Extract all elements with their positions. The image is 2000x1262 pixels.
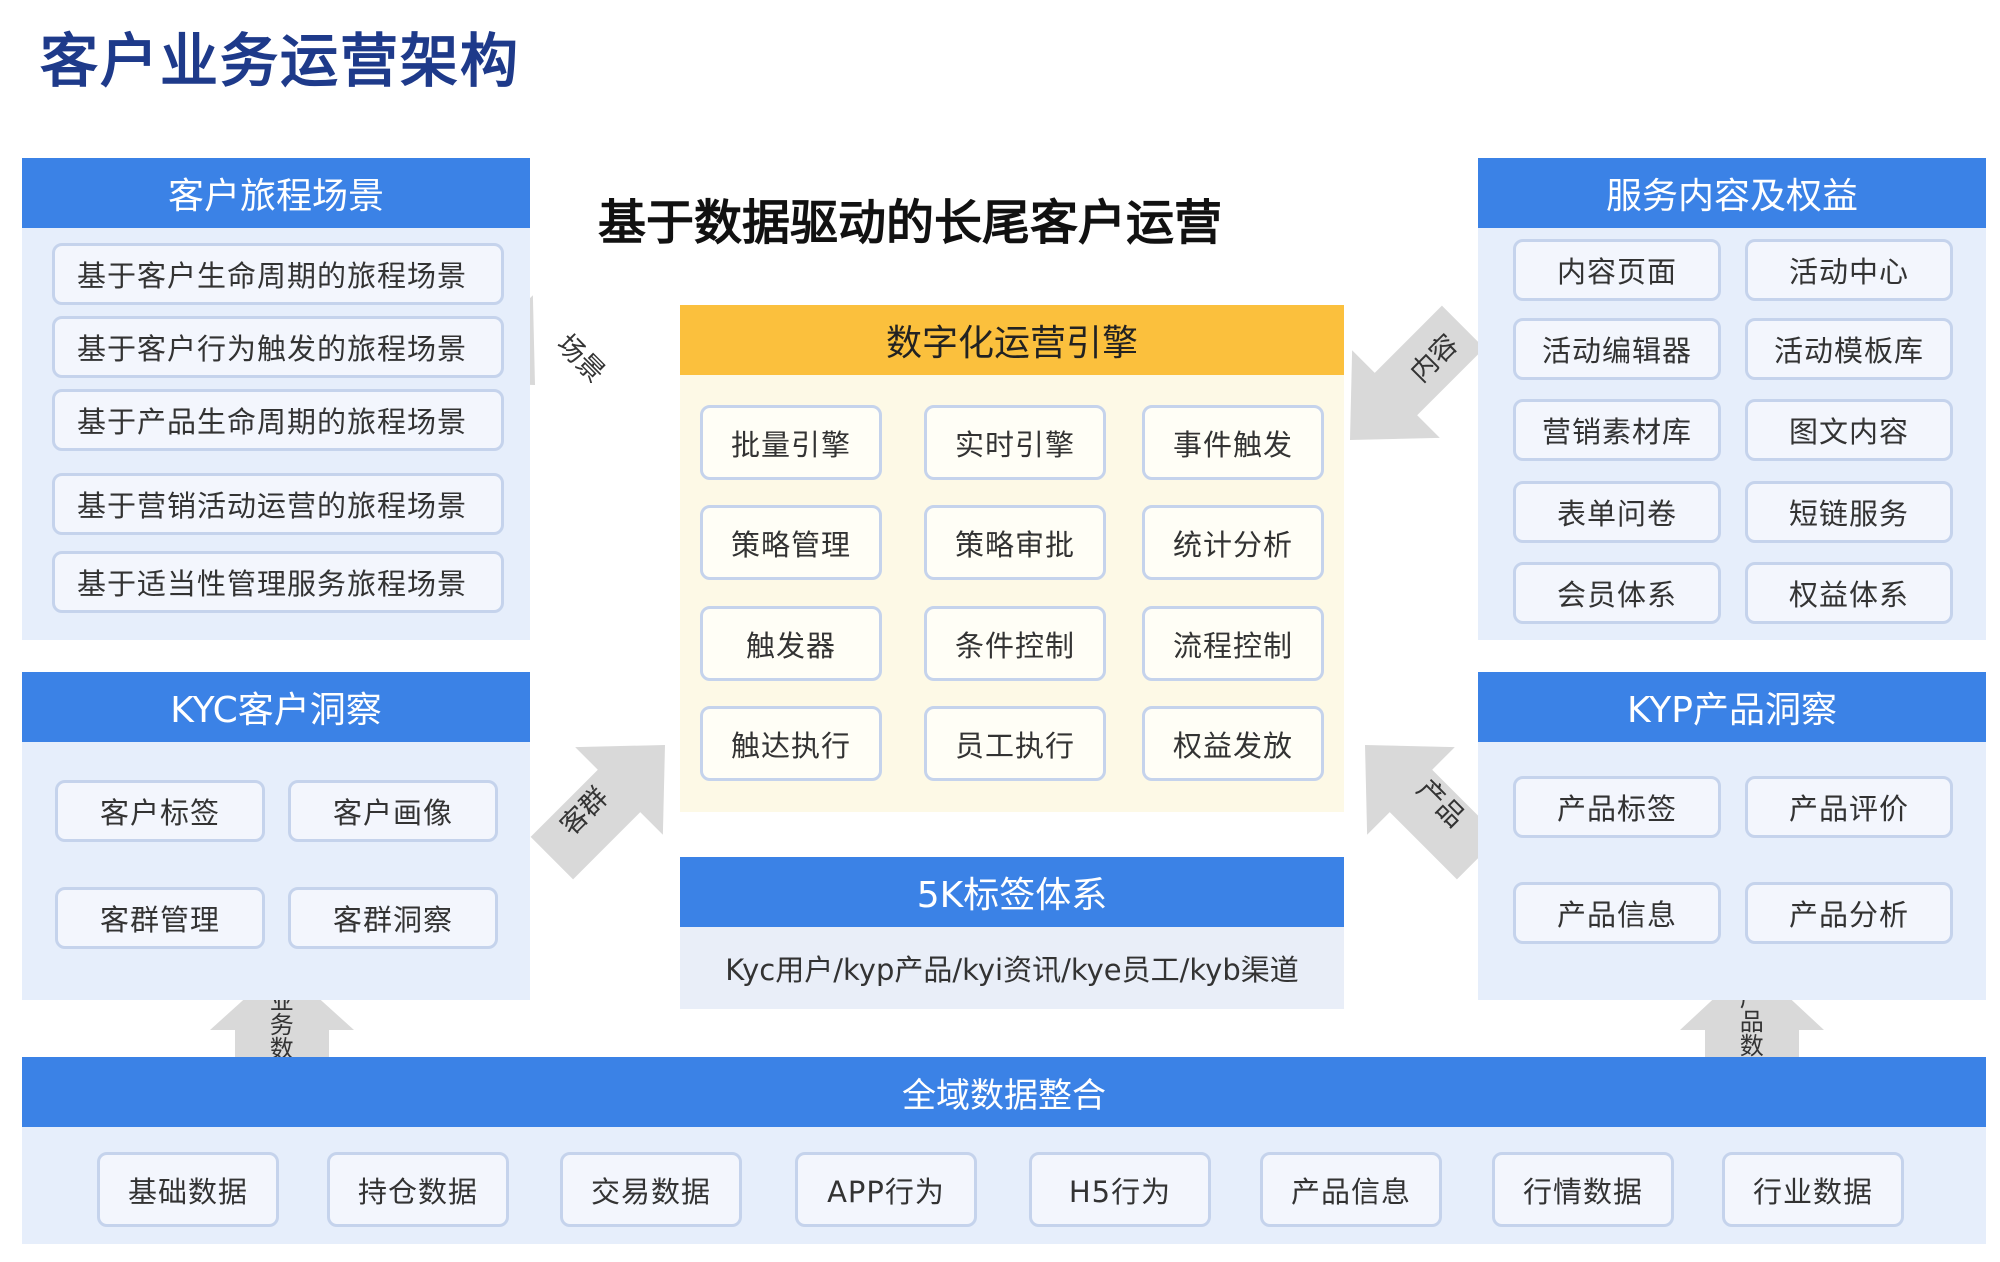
engine-item[interactable]: 策略审批 [924,505,1106,580]
journey-item[interactable]: 基于客户生命周期的旅程场景 [52,243,504,305]
engine-item[interactable]: 实时引擎 [924,405,1106,480]
kyp-item[interactable]: 产品评价 [1745,776,1953,838]
kyp-item[interactable]: 产品信息 [1513,882,1721,944]
kyp-panel: KYP产品洞察 产品标签 产品评价 产品信息 产品分析 [1478,672,1986,1000]
engine-item[interactable]: 策略管理 [700,505,882,580]
engine-panel: 数字化运营引擎 批量引擎 实时引擎 事件触发 策略管理 策略审批 统计分析 触发… [680,305,1344,812]
tag-system-body: Kyc用户/kyp产品/kyi资讯/kye员工/kyb渠道 [725,953,1299,987]
engine-item[interactable]: 触达执行 [700,706,882,781]
service-item[interactable]: 活动中心 [1745,239,1953,301]
customer-journey-title: 客户旅程场景 [22,158,530,228]
data-integration-panel: 全域数据整合 基础数据 持仓数据 交易数据 APP行为 H5行为 产品信息 行情… [22,1057,1986,1244]
data-item[interactable]: H5行为 [1029,1152,1211,1227]
service-item[interactable]: 内容页面 [1513,239,1721,301]
kyp-item[interactable]: 产品分析 [1745,882,1953,944]
journey-item[interactable]: 基于产品生命周期的旅程场景 [52,389,504,451]
kyc-title: KYC客户洞察 [22,672,530,742]
service-title: 服务内容及权益 [1478,158,1986,228]
kyc-item[interactable]: 客户画像 [288,780,498,842]
tag-system-title: 5K标签体系 [680,857,1344,927]
data-item[interactable]: 交易数据 [560,1152,742,1227]
engine-item[interactable]: 批量引擎 [700,405,882,480]
kyc-item[interactable]: 客群洞察 [288,887,498,949]
main-heading: 基于数据驱动的长尾客户运营 [597,195,1222,251]
service-panel: 服务内容及权益 内容页面 活动中心 活动编辑器 活动模板库 营销素材库 图文内容… [1478,158,1986,640]
service-item[interactable]: 活动编辑器 [1513,318,1721,380]
kyp-item[interactable]: 产品标签 [1513,776,1721,838]
engine-item[interactable]: 事件触发 [1142,405,1324,480]
engine-item[interactable]: 条件控制 [924,606,1106,681]
kyc-item[interactable]: 客户标签 [55,780,265,842]
journey-item[interactable]: 基于客户行为触发的旅程场景 [52,316,504,378]
data-integration-title: 全域数据整合 [22,1057,1986,1127]
arrow-content [1350,305,1485,440]
tag-system-panel: 5K标签体系 Kyc用户/kyp产品/kyi资讯/kye员工/kyb渠道 [680,857,1344,1009]
arrow-product [1365,745,1500,880]
engine-item[interactable]: 权益发放 [1142,706,1324,781]
engine-item[interactable]: 流程控制 [1142,606,1324,681]
customer-journey-panel: 客户旅程场景 基于客户生命周期的旅程场景 基于客户行为触发的旅程场景 基于产品生… [22,158,530,640]
kyc-item[interactable]: 客群管理 [55,887,265,949]
data-item[interactable]: 行情数据 [1492,1152,1674,1227]
page-title: 客户业务运营架构 [40,27,521,95]
service-item[interactable]: 活动模板库 [1745,318,1953,380]
kyc-panel: KYC客户洞察 客户标签 客户画像 客群管理 客群洞察 [22,672,530,1000]
service-item[interactable]: 会员体系 [1513,562,1721,624]
engine-item[interactable]: 统计分析 [1142,505,1324,580]
service-item[interactable]: 营销素材库 [1513,399,1721,461]
data-item[interactable]: 持仓数据 [327,1152,509,1227]
engine-item[interactable]: 触发器 [700,606,882,681]
engine-item[interactable]: 员工执行 [924,706,1106,781]
data-item[interactable]: APP行为 [795,1152,977,1227]
service-item[interactable]: 图文内容 [1745,399,1953,461]
journey-item[interactable]: 基于适当性管理服务旅程场景 [52,551,504,613]
service-item[interactable]: 权益体系 [1745,562,1953,624]
service-item[interactable]: 短链服务 [1745,481,1953,543]
engine-title: 数字化运营引擎 [680,305,1344,375]
data-item[interactable]: 产品信息 [1260,1152,1442,1227]
service-item[interactable]: 表单问卷 [1513,481,1721,543]
journey-item[interactable]: 基于营销活动运营的旅程场景 [52,473,504,535]
kyp-title: KYP产品洞察 [1478,672,1986,742]
data-item[interactable]: 基础数据 [97,1152,279,1227]
arrow-group [530,745,665,880]
data-item[interactable]: 行业数据 [1722,1152,1904,1227]
